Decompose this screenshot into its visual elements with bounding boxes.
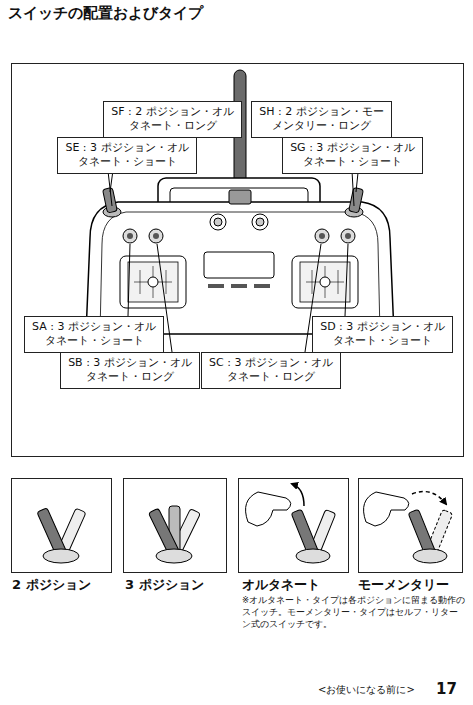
motion-arrow bbox=[412, 492, 446, 504]
button bbox=[208, 284, 224, 288]
body bbox=[86, 202, 394, 334]
toggle-switch bbox=[345, 233, 351, 239]
callout-text: SB : 3 ポジション・オル タネート・ロング bbox=[67, 356, 193, 385]
section-name: <お使いになる前に> bbox=[318, 683, 415, 697]
toggle-switch bbox=[341, 229, 355, 243]
gimbal bbox=[148, 277, 158, 287]
hand bbox=[246, 492, 291, 526]
toggle-switch bbox=[149, 229, 163, 243]
knob bbox=[252, 214, 268, 230]
callout-text: SG : 3 ポジション・オル タネート・ショート bbox=[289, 141, 416, 170]
page-title: スイッチの配置およびタイプ bbox=[8, 4, 203, 22]
lever-base bbox=[296, 549, 330, 563]
switch-callout: SE : 3 ポジション・オル タネート・ショート bbox=[57, 137, 197, 174]
switch-callout: SG : 3 ポジション・オル タネート・ショート bbox=[282, 137, 423, 174]
callout-text: SD : 3 ポジション・オル タネート・ショート bbox=[319, 320, 446, 349]
motion-arrow bbox=[292, 484, 304, 506]
switch-callout: SH : 2 ポジション・モー メンタリー・ロング bbox=[251, 101, 392, 138]
lever-base bbox=[156, 549, 192, 563]
toggle-switch bbox=[123, 229, 137, 243]
icon-panel bbox=[12, 479, 112, 573]
lever-base bbox=[43, 549, 79, 563]
hand bbox=[364, 492, 409, 526]
screen bbox=[204, 252, 274, 278]
gimbal bbox=[320, 277, 330, 287]
callout-text: SH : 2 ポジション・モー メンタリー・ロング bbox=[258, 105, 385, 134]
button bbox=[231, 284, 247, 288]
switch-type-panels bbox=[12, 479, 463, 573]
icon-panel bbox=[124, 479, 227, 573]
leader-line bbox=[352, 171, 354, 206]
callout-text: SF : 2 ポジション・オル タネート・ロング bbox=[110, 105, 235, 134]
knob bbox=[210, 214, 226, 230]
type-caption: 3 ポジション bbox=[125, 576, 204, 594]
switch-callout: SB : 3 ポジション・オル タネート・ロング bbox=[60, 352, 200, 389]
switch-callout: SC : 3 ポジション・オル タネート・ロング bbox=[201, 352, 341, 389]
callout-text: SA : 3 ポジション・オル タネート・ショート bbox=[31, 320, 157, 349]
gimbal bbox=[300, 262, 350, 302]
switch-callout: SF : 2 ポジション・オル タネート・ロング bbox=[103, 101, 242, 138]
antenna-collar bbox=[229, 190, 251, 204]
gimbal bbox=[306, 266, 344, 298]
figure-frame bbox=[12, 64, 464, 457]
icon-panel bbox=[239, 479, 349, 573]
button bbox=[254, 284, 270, 288]
gimbal bbox=[128, 262, 178, 302]
leader-line bbox=[128, 244, 130, 316]
callout-text: SC : 3 ポジション・オル タネート・ロング bbox=[208, 356, 334, 385]
footnote: ※オルタネート・タイプは各ポジションに留まる動作の スイッチ。モーメンタリー・タ… bbox=[242, 595, 468, 631]
knob bbox=[214, 218, 222, 226]
leader-line bbox=[345, 244, 348, 316]
toggle-switch bbox=[319, 233, 325, 239]
toggle-switch bbox=[153, 233, 159, 239]
toggle-switch bbox=[315, 229, 329, 243]
switch-callout: SA : 3 ポジション・オル タネート・ショート bbox=[24, 316, 164, 353]
transmitter bbox=[86, 70, 394, 334]
lever-base bbox=[413, 549, 447, 563]
type-caption: モーメンタリー bbox=[358, 576, 449, 594]
leader-line bbox=[108, 171, 112, 206]
type-caption: 2 ポジション bbox=[12, 576, 91, 594]
gimbal bbox=[134, 266, 172, 298]
toggle-switch bbox=[127, 233, 133, 239]
switch-callout: SD : 3 ポジション・オル タネート・ショート bbox=[312, 316, 453, 353]
gimbal bbox=[292, 256, 358, 308]
callout-text: SE : 3 ポジション・オル タネート・ショート bbox=[64, 141, 190, 170]
type-caption: オルタネート bbox=[242, 576, 320, 594]
page-number: 17 bbox=[436, 680, 457, 698]
icon-panel bbox=[359, 479, 463, 573]
knob bbox=[256, 218, 264, 226]
